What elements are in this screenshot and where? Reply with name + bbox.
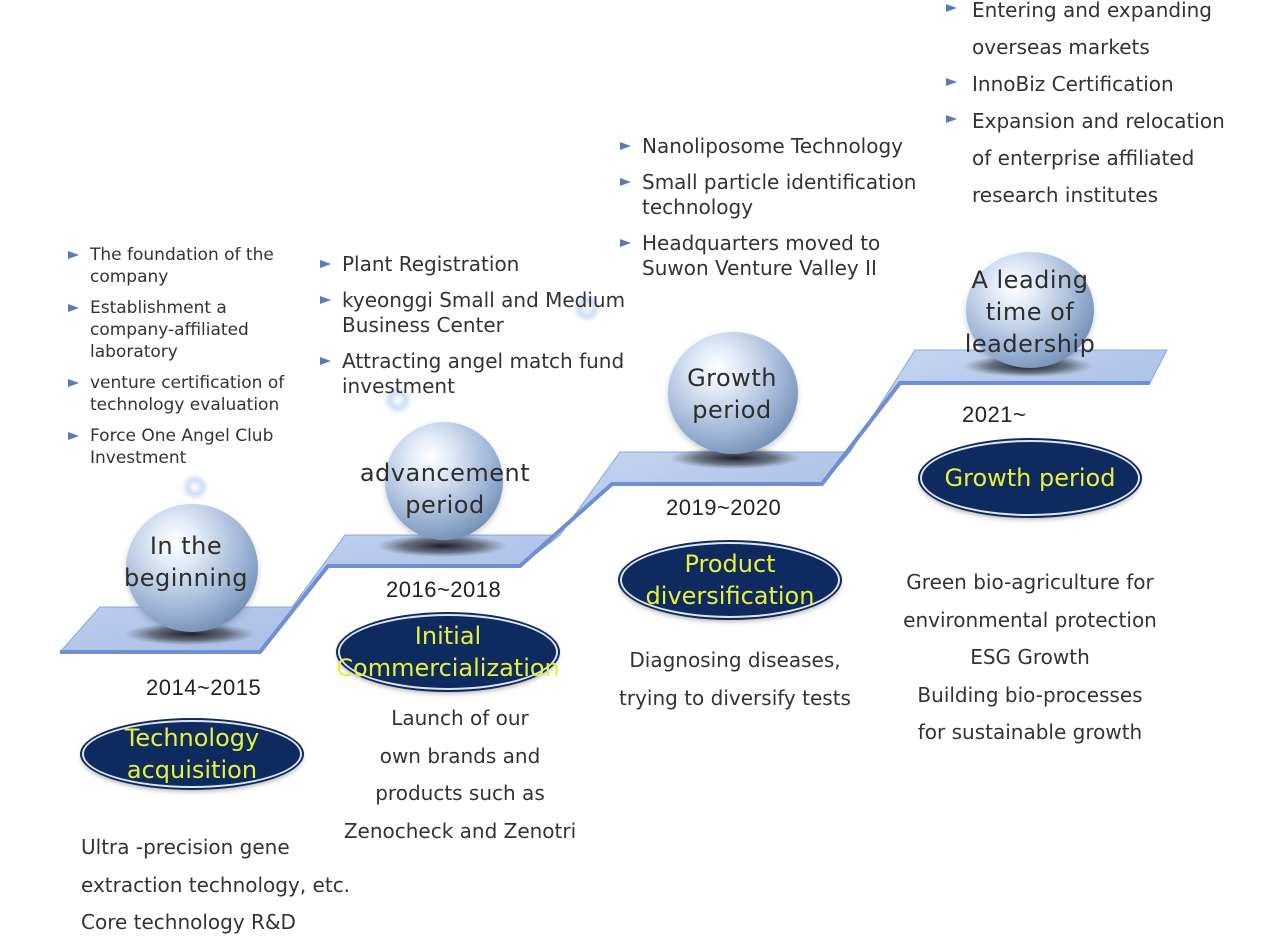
stage-4-years: 2021~ xyxy=(962,402,1027,427)
ball-shadow-2 xyxy=(377,535,507,557)
stage-2-focus: Initial Commercialization xyxy=(336,622,560,682)
stage-4-description: Green bio-agriculture for environmental … xyxy=(890,564,1170,752)
stage-3-description: Diagnosing diseases, trying to diversify… xyxy=(605,642,865,717)
stage-3-focus: Product diversification xyxy=(645,550,815,610)
stage-1-bullets: The foundation of the company Establishm… xyxy=(68,244,298,478)
stage-4-bullets: Entering and expanding overseas markets … xyxy=(946,0,1246,214)
stage-4-sphere xyxy=(966,252,1094,368)
stage-2-description: Launch of our own brands and products su… xyxy=(330,700,590,850)
stage-1-focus-badge: Technology acquisition xyxy=(82,720,302,788)
stage-3-years: 2019~2020 xyxy=(666,495,782,520)
stage-2-bullets: Plant Registration kyeonggi Small and Me… xyxy=(320,252,630,410)
description-line: Green bio-agriculture for xyxy=(906,570,1154,594)
bullet-item: Establishment a company-affiliated labor… xyxy=(68,297,298,363)
stage-3-bullets: Nanoliposome Technology Small particle i… xyxy=(620,134,930,292)
stage-4-focus: Growth period xyxy=(944,464,1116,492)
bullet-item: InnoBiz Certification xyxy=(946,66,1246,103)
description-line: Diagnosing diseases, xyxy=(629,648,841,672)
stage-3-phase: Growth period xyxy=(687,364,777,424)
stage-2-years: 2016~2018 xyxy=(386,577,502,602)
bullet-item: Plant Registration xyxy=(320,252,630,277)
stage-1-description: Ultra -precision gene extraction technol… xyxy=(81,829,350,942)
stage-3-focus-badge: Product diversification xyxy=(620,542,840,618)
stage-1-focus: Technology acquisition xyxy=(124,724,260,784)
stage-2-focus-badge: Initial Commercialization xyxy=(336,614,560,690)
stage-4-phase: A leading time of leadership xyxy=(964,266,1096,358)
description-line: trying to diversify tests xyxy=(619,685,851,710)
ball-shadow-3 xyxy=(670,447,800,469)
bullet-item: Headquarters moved to Suwon Venture Vall… xyxy=(620,231,930,281)
bullet-item: Attracting angel match fund investment xyxy=(320,349,630,399)
stage-2-sphere xyxy=(385,422,503,540)
bullet-item: Force One Angel Club Investment xyxy=(68,425,298,469)
bullet-item: venture certification of technology eval… xyxy=(68,372,298,416)
bullet-item: Expansion and relocation of enterprise a… xyxy=(946,103,1246,214)
description-line: ESG Growth xyxy=(970,645,1090,669)
description-line: Zenocheck and Zenotri xyxy=(343,818,577,843)
bubble-decoration xyxy=(182,474,208,500)
bullet-item: Small particle identification technology xyxy=(620,170,930,220)
ball-shadow-1 xyxy=(125,623,255,645)
description-line: extraction technology, etc. xyxy=(81,872,351,897)
description-line: environmental protection xyxy=(903,607,1157,632)
stage-4-focus-badge: Growth period xyxy=(920,440,1140,516)
description-line: Ultra -precision gene xyxy=(81,835,290,859)
stage-2-phase: advancement period xyxy=(359,459,531,519)
bullet-item: kyeonggi Small and Medium Business Cente… xyxy=(320,288,630,338)
description-line: Core technology R&D xyxy=(81,910,296,934)
stage-3-sphere xyxy=(668,332,798,454)
bullet-item: The foundation of the company xyxy=(68,244,298,288)
description-line: for sustainable growth xyxy=(917,720,1143,744)
description-line: Building bio-processes xyxy=(917,682,1143,707)
stage-1-years: 2014~2015 xyxy=(146,675,262,700)
bullet-item: Nanoliposome Technology xyxy=(620,134,930,159)
bubble-decoration xyxy=(384,386,412,414)
bullet-item: Entering and expanding overseas markets xyxy=(946,0,1246,66)
bubble-decoration xyxy=(573,294,601,322)
description-line: products such as xyxy=(375,781,545,805)
description-line: own brands and xyxy=(379,743,541,768)
stage-1-sphere xyxy=(126,504,258,632)
stage-1-phase: In the beginning xyxy=(124,532,248,592)
description-line: Launch of our xyxy=(391,706,529,730)
